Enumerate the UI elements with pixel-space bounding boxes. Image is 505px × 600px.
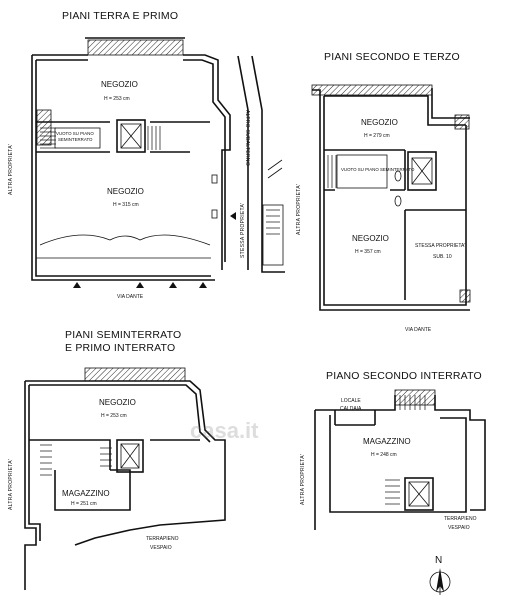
watermark: casa.it xyxy=(190,418,259,443)
plan-second-basement xyxy=(314,389,486,530)
plan3-room1-height: H = 253 cm xyxy=(101,413,127,419)
plan2-same-property: STESSA PROPRIETA' xyxy=(415,243,466,249)
plan-basement xyxy=(24,367,226,590)
plan1-room1-height: H = 253 cm xyxy=(104,96,130,102)
plan4-boiler-2: CALDAIA xyxy=(340,406,362,412)
plan3-room2-name: MAGAZZINO xyxy=(62,489,110,498)
plan4-left-side: ALTRA PROPRIETA' xyxy=(300,453,306,505)
plan1-street: VIA DANTE xyxy=(117,294,144,300)
plan1-room1-name: NEGOZIO xyxy=(101,80,138,89)
plan2-street: VIA DANTE xyxy=(405,327,432,333)
plan4-title: PIANO SECONDO INTERRATO xyxy=(326,370,482,382)
plan-ground-first xyxy=(31,37,285,288)
plan1-room2-height: H = 315 cm xyxy=(113,202,139,208)
plan4-room1-height: H = 248 cm xyxy=(371,452,397,458)
plan3-title-line1: PIANI SEMINTERRATO xyxy=(65,329,182,341)
plan3-room2-height: H = 251 cm xyxy=(71,501,97,507)
plan1-room2-name: NEGOZIO xyxy=(107,187,144,196)
plan3-fill-1: TERRAPIENO xyxy=(146,536,179,542)
plan2-room2-name: NEGOZIO xyxy=(352,234,389,243)
north-arrow xyxy=(429,568,451,595)
plan4-fill-1: TERRAPIENO xyxy=(444,516,477,522)
plan-second-third xyxy=(311,84,471,311)
plan1-right-side-2: STESSA PROPRIETA' xyxy=(240,202,246,258)
north-label: N xyxy=(435,555,443,566)
plan2-room1-name: NEGOZIO xyxy=(361,118,398,127)
plan2-sub: SUB. 10 xyxy=(433,254,452,260)
plan2-room2-height: H = 357 cm xyxy=(355,249,381,255)
plan3-title-line2: E PRIMO INTERRATO xyxy=(65,342,176,354)
plan2-void-note: VUOTO SU PIANO SEMINTERRATO xyxy=(341,167,415,172)
plan1-title: PIANI TERRA E PRIMO xyxy=(62,10,179,22)
plan2-room1-height: H = 279 cm xyxy=(364,133,390,139)
plan1-right-side-1: ALTRO SUBALTERNO xyxy=(244,110,250,167)
plan1-left-side: ALTRA PROPRIETA' xyxy=(8,143,14,195)
plan2-title: PIANI SECONDO E TERZO xyxy=(324,51,460,63)
plan1-void-note-2: SEMINTERRATO xyxy=(58,137,93,142)
plan2-left-side: ALTRA PROPRIETA' xyxy=(296,183,302,235)
plan4-room1-name: MAGAZZINO xyxy=(363,437,411,446)
plan3-fill-2: VESPAIO xyxy=(150,545,172,551)
plan4-fill-2: VESPAIO xyxy=(448,525,470,531)
plan3-left-side: ALTRA PROPRIETA' xyxy=(8,458,14,510)
plan3-room1-name: NEGOZIO xyxy=(99,398,136,407)
plan4-boiler-1: LOCALE xyxy=(341,398,361,404)
plan1-void-note-1: VUOTO SU PIANO xyxy=(56,131,94,136)
